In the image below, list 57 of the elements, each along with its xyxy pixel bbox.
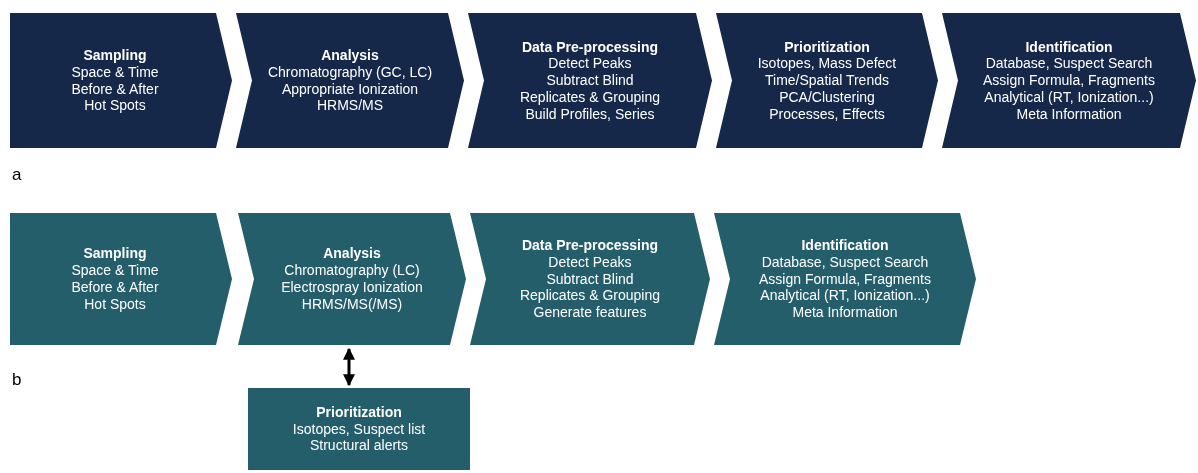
panel-label: b [12, 369, 22, 391]
double-arrow [343, 347, 355, 387]
step-heading: Identification [801, 237, 889, 254]
process-box [248, 388, 470, 470]
step-item: Processes, Effects [769, 105, 885, 123]
step-item: Chromatography (LC) [284, 262, 420, 279]
chevron-step [468, 13, 712, 148]
step-item: HRMS/MS [316, 97, 384, 115]
step-item: Isotopes, Mass Defect [757, 55, 897, 73]
step-item: Generate features [533, 304, 647, 321]
step-item: Analytical (RT, Ionization...) [760, 287, 930, 305]
step-item: PCA/Clustering [779, 88, 875, 106]
step-heading: Data Pre-processing [521, 237, 659, 254]
step-item: Appropriate Ionization [281, 80, 419, 98]
chevron-step [470, 213, 710, 345]
step-item: Time/Spatial Trends [765, 72, 889, 89]
step-item: Chromatography (GC, LC) [267, 63, 433, 81]
chevron-step [236, 13, 464, 148]
step-heading: Identification [1025, 38, 1113, 56]
step-heading: Sampling [83, 46, 147, 64]
step-item: Detect Peaks [548, 55, 632, 73]
step-item: Subtract Blind [546, 270, 634, 288]
step-item: Database, Suspect Search [985, 55, 1153, 73]
step-item: Hot Spots [84, 97, 146, 115]
step-item: Electrospray Ionization [281, 279, 423, 296]
chevron-step [238, 213, 466, 345]
step-item: Build Profiles, Series [525, 105, 655, 123]
step-item: Structural alerts [309, 437, 408, 455]
chevron-step [10, 213, 232, 345]
panel-label: a [12, 164, 22, 186]
step-item: Meta Information [1016, 105, 1122, 123]
step-item: Hot Spots [84, 295, 146, 313]
step-heading: Sampling [83, 245, 147, 263]
step-item: Meta Information [792, 304, 898, 321]
step-heading: Analysis [323, 245, 381, 263]
step-heading: Analysis [321, 46, 379, 64]
chevron-step [942, 13, 1196, 148]
step-item: Assign Formula, Fragments [759, 270, 931, 288]
chevron-step [716, 13, 938, 148]
step-item: Detect Peaks [548, 253, 632, 271]
step-item: HRMS/MS(/MS) [301, 295, 403, 313]
step-item: Subtract Blind [546, 72, 634, 89]
step-item: Replicates & Grouping [519, 88, 661, 106]
step-item: Database, Suspect Search [761, 253, 929, 271]
step-heading: Prioritization [784, 38, 870, 56]
step-item: Space & Time [71, 262, 159, 279]
chevron-step [714, 213, 976, 345]
step-item: Space & Time [71, 63, 159, 81]
step-item: Isotopes, Suspect list [292, 420, 426, 438]
step-item: Replicates & Grouping [519, 287, 661, 305]
step-heading: Prioritization [316, 403, 402, 421]
step-heading: Data Pre-processing [521, 38, 659, 56]
step-item: Analytical (RT, Ionization...) [984, 88, 1154, 106]
step-item: Before & After [71, 80, 159, 98]
step-item: Before & After [71, 279, 159, 296]
step-item: Assign Formula, Fragments [983, 72, 1155, 89]
chevron-step [10, 13, 232, 148]
